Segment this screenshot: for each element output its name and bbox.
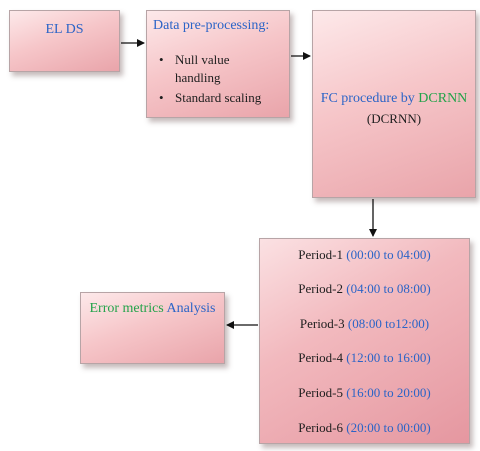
period-name: Period-1 xyxy=(298,247,344,262)
period-name: Period-3 xyxy=(299,316,345,331)
period-row: Period-5 (16:00 to 20:00) xyxy=(260,385,469,401)
error-metrics-label: Error metrics Analysis xyxy=(81,301,224,317)
period-row: Period-1 (00:00 to 04:00) xyxy=(260,247,469,263)
fc-procedure-subtitle: (DCRNN) xyxy=(366,111,422,126)
period-row: Period-2 (04:00 to 08:00) xyxy=(260,281,469,297)
period-row: Period-6 (20:00 to 00:00) xyxy=(260,420,469,436)
fc-procedure-prefix: FC procedure by xyxy=(320,91,419,106)
preprocessing-list: Null value handling Standard scaling xyxy=(159,51,261,107)
period-name: Period-4 xyxy=(298,350,344,365)
period-name: Period-5 xyxy=(298,385,344,400)
null-value-line1: Null value xyxy=(175,52,230,67)
el-ds-box: EL DS xyxy=(9,10,120,72)
period-range: (00:00 to 04:00) xyxy=(346,247,431,262)
null-value-line2: handling xyxy=(175,70,221,85)
standard-scaling-text: Standard scaling xyxy=(175,90,262,105)
period-row: Period-4 (12:00 to 16:00) xyxy=(260,350,469,366)
el-ds-label: EL DS xyxy=(45,22,84,37)
error-metrics-box: Error metrics Analysis xyxy=(80,292,225,364)
fc-procedure-title: FC procedure by DCRNN xyxy=(313,91,475,107)
preprocessing-title: Data pre-processing: xyxy=(153,18,270,33)
period-range: (16:00 to 20:00) xyxy=(346,385,431,400)
list-item-standard-scaling: Standard scaling xyxy=(159,89,261,107)
period-range: (12:00 to 16:00) xyxy=(346,350,431,365)
period-row: Period-3 (08:00 to12:00) xyxy=(260,316,469,332)
periods-box: Period-1 (00:00 to 04:00) Period-2 (04:0… xyxy=(259,238,470,444)
period-name: Period-6 xyxy=(298,420,344,435)
error-metrics-text: Error metrics xyxy=(89,301,164,316)
list-item-null-value: Null value handling xyxy=(159,51,261,87)
analysis-text: Analysis xyxy=(163,301,216,316)
fc-model-name: DCRNN xyxy=(418,91,468,106)
period-range: (04:00 to 08:00) xyxy=(346,281,431,296)
data-preprocessing-box: Data pre-processing: Null value handling… xyxy=(146,10,290,118)
period-range: (08:00 to12:00) xyxy=(347,316,430,331)
fc-procedure-box: FC procedure by DCRNN (DCRNN) xyxy=(312,10,476,198)
period-range: (20:00 to 00:00) xyxy=(346,420,431,435)
period-name: Period-2 xyxy=(298,281,344,296)
